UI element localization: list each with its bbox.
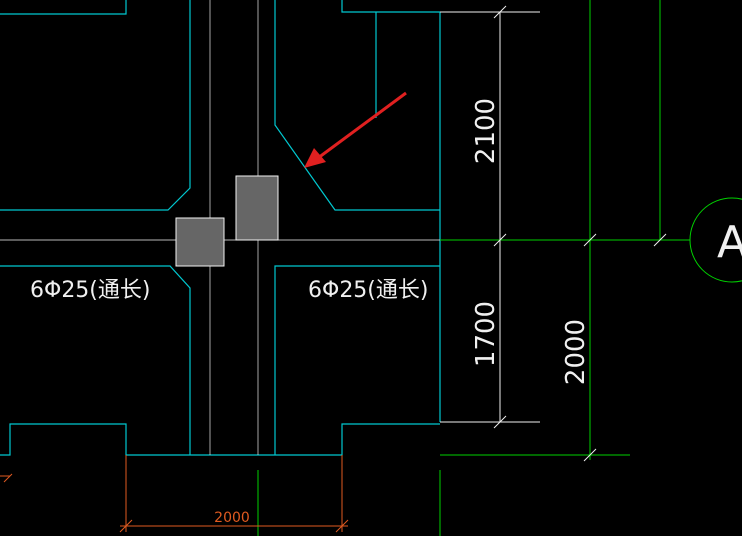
dim-text-overall: 2000: [561, 319, 591, 385]
axis-bubble-label: A: [717, 217, 742, 268]
column-block-right[interactable]: [235, 175, 279, 241]
wall-outline-top-right-strip: [341, 0, 440, 13]
orange-tick-right: [335, 519, 349, 533]
orange-tick-far-left: [3, 473, 13, 483]
rebar-label-right: 6Φ25(通长): [308, 278, 428, 303]
dim-text-lower: 1700: [471, 301, 501, 367]
rebar-label-left: 6Φ25(通长): [30, 278, 150, 303]
wall-outline-bottom-left: [0, 265, 191, 455]
orange-dimension: [0, 455, 349, 533]
dim-tick-mid: [493, 233, 507, 247]
column-block-left[interactable]: [175, 217, 225, 267]
orange-tick-left: [119, 519, 133, 533]
dim-tick-bottom: [493, 415, 507, 429]
red-pointer-arrow-icon: [304, 91, 407, 168]
wall-outline-bottom-base: [0, 423, 440, 456]
dim-text-upper: 2100: [471, 98, 501, 164]
axis-bubble-circle: [689, 197, 742, 283]
dim-tick-right-a: [653, 233, 667, 247]
dim-tick-right-mid: [583, 233, 597, 247]
dim-tick-right-bottom: [583, 448, 597, 462]
dim-tick-top: [493, 5, 507, 19]
grid-lines: [257, 0, 742, 536]
dimension-lines: [440, 5, 667, 462]
dim-text-bottom: 2000: [214, 510, 250, 526]
wall-outline-bottom-right: [274, 265, 440, 455]
wall-outline-top-left: [0, 0, 191, 211]
wall-outline-top-strip: [0, 0, 127, 15]
